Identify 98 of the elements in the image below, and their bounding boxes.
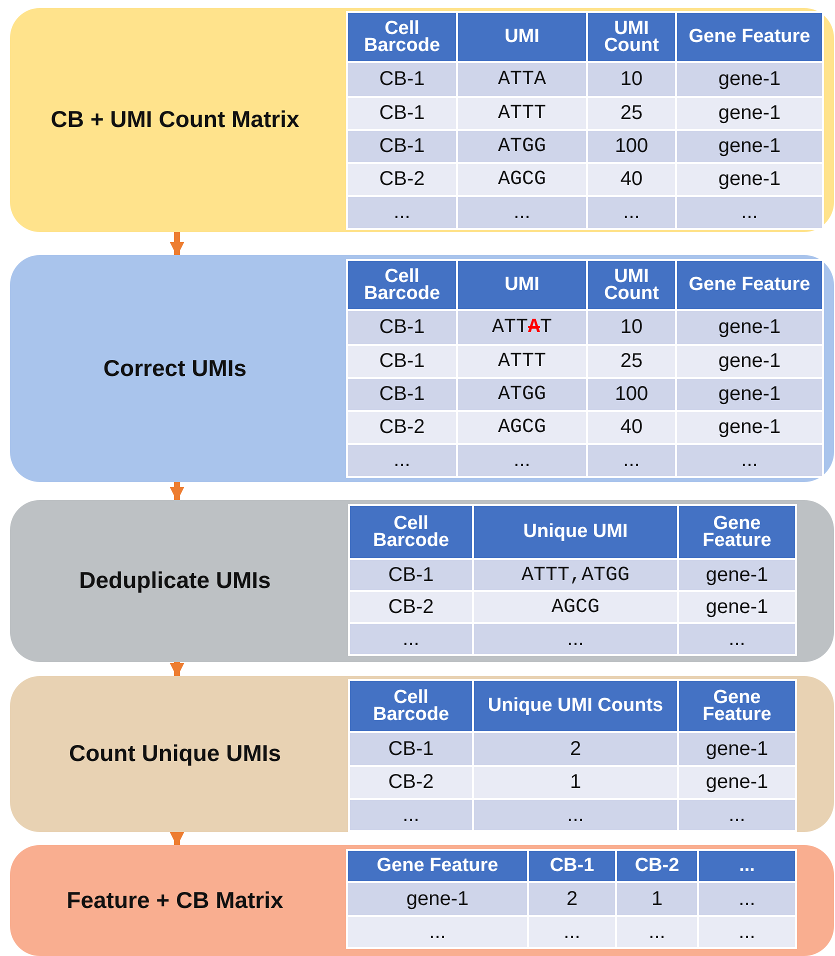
table-value: CB-1 <box>350 560 472 590</box>
table-value: ... <box>699 917 795 947</box>
table-value: 100 <box>588 131 675 162</box>
table-value: 1 <box>617 883 697 915</box>
arrow <box>170 662 184 678</box>
table-value: ... <box>679 624 795 654</box>
table-value: gene-1 <box>677 346 822 377</box>
column-header: CB-1 <box>529 851 615 881</box>
table-value: ... <box>474 800 677 830</box>
table-value: ATTAT <box>458 311 586 344</box>
table-value: ... <box>458 445 586 476</box>
table-value: gene-1 <box>677 412 822 443</box>
table-value: 25 <box>588 346 675 377</box>
step-panel <box>10 500 834 662</box>
table-value: AGCG <box>474 592 677 622</box>
table-value: 40 <box>588 412 675 443</box>
table-value: 2 <box>474 733 677 765</box>
step-title: Deduplicate UMIs <box>78 566 272 596</box>
step-panel <box>10 676 834 832</box>
table-value: 2 <box>529 883 615 915</box>
step-title: CB + UMI Count Matrix <box>50 105 300 134</box>
table-value: CB-1 <box>348 131 456 162</box>
table-value: ... <box>588 445 675 476</box>
arrow <box>170 482 184 502</box>
table-value: ... <box>348 197 456 228</box>
table-value: ... <box>677 197 822 228</box>
table-value: 10 <box>588 63 675 96</box>
table-value: ... <box>529 917 615 947</box>
table-value: gene-1 <box>348 883 527 915</box>
table-value: gene-1 <box>679 560 795 590</box>
table-value: ... <box>699 883 795 915</box>
table-value: gene-1 <box>677 131 822 162</box>
table-value: ATTT <box>458 346 586 377</box>
table-value: CB-1 <box>348 63 456 96</box>
table-value: ... <box>677 445 822 476</box>
step-panel <box>10 845 834 956</box>
column-header: Gene Feature <box>677 261 822 309</box>
step-title: Correct UMIs <box>102 354 248 383</box>
column-header: UMI Count <box>588 13 675 61</box>
table-value: 25 <box>588 98 675 129</box>
column-header: Unique UMI Counts <box>474 681 677 731</box>
table-value: ... <box>350 624 472 654</box>
table-value: 100 <box>588 379 675 410</box>
column-header: Cell Barcode <box>348 261 456 309</box>
table-value: CB-1 <box>348 311 456 344</box>
table-value: ... <box>458 197 586 228</box>
column-header: Cell Barcode <box>350 681 472 731</box>
column-header: Gene Feature <box>679 506 795 558</box>
column-header: UMI Count <box>588 261 675 309</box>
table-value: ... <box>350 800 472 830</box>
table-value: 10 <box>588 311 675 344</box>
table-value: ATTA <box>458 63 586 96</box>
table-value: CB-1 <box>348 379 456 410</box>
table-value: 1 <box>474 767 677 798</box>
table-value: gene-1 <box>679 733 795 765</box>
table-value: CB-2 <box>348 164 456 195</box>
table-value: CB-2 <box>348 412 456 443</box>
column-header: Cell Barcode <box>348 13 456 61</box>
table-value: CB-1 <box>348 98 456 129</box>
table-value: AGCG <box>458 412 586 443</box>
step-panel <box>10 255 834 482</box>
table-value: AGCG <box>458 164 586 195</box>
table-value: ATGG <box>458 131 586 162</box>
table-value: ATTT,ATGG <box>474 560 677 590</box>
table-value: gene-1 <box>679 767 795 798</box>
column-header: Cell Barcode <box>350 506 472 558</box>
column-header: Unique UMI <box>474 506 677 558</box>
column-header: Gene Feature <box>679 681 795 731</box>
table-value: CB-2 <box>350 767 472 798</box>
column-header: ... <box>699 851 795 881</box>
table-value: ... <box>348 445 456 476</box>
table-value: gene-1 <box>677 98 822 129</box>
step-title: Count Unique UMIs <box>68 739 282 768</box>
arrow <box>170 832 184 846</box>
table-value: gene-1 <box>679 592 795 622</box>
table-value: gene-1 <box>677 379 822 410</box>
step-panel <box>10 8 834 232</box>
table-value: gene-1 <box>677 164 822 195</box>
arrow <box>170 232 184 256</box>
column-header: Gene Feature <box>348 851 527 881</box>
table-value: ... <box>588 197 675 228</box>
table-value: ... <box>617 917 697 947</box>
step-title: Feature + CB Matrix <box>66 886 284 915</box>
table-value: ... <box>679 800 795 830</box>
table-value: ... <box>474 624 677 654</box>
table-value: ... <box>348 917 527 947</box>
table-value: ATGG <box>458 379 586 410</box>
table-value: CB-2 <box>350 592 472 622</box>
table-value: 40 <box>588 164 675 195</box>
table-value: CB-1 <box>350 733 472 765</box>
table-value: gene-1 <box>677 311 822 344</box>
table-value: gene-1 <box>677 63 822 96</box>
table-value: ATTT <box>458 98 586 129</box>
table-value: CB-1 <box>348 346 456 377</box>
column-header: UMI <box>458 13 586 61</box>
column-header: CB-2 <box>617 851 697 881</box>
column-header: Gene Feature <box>677 13 822 61</box>
column-header: UMI <box>458 261 586 309</box>
